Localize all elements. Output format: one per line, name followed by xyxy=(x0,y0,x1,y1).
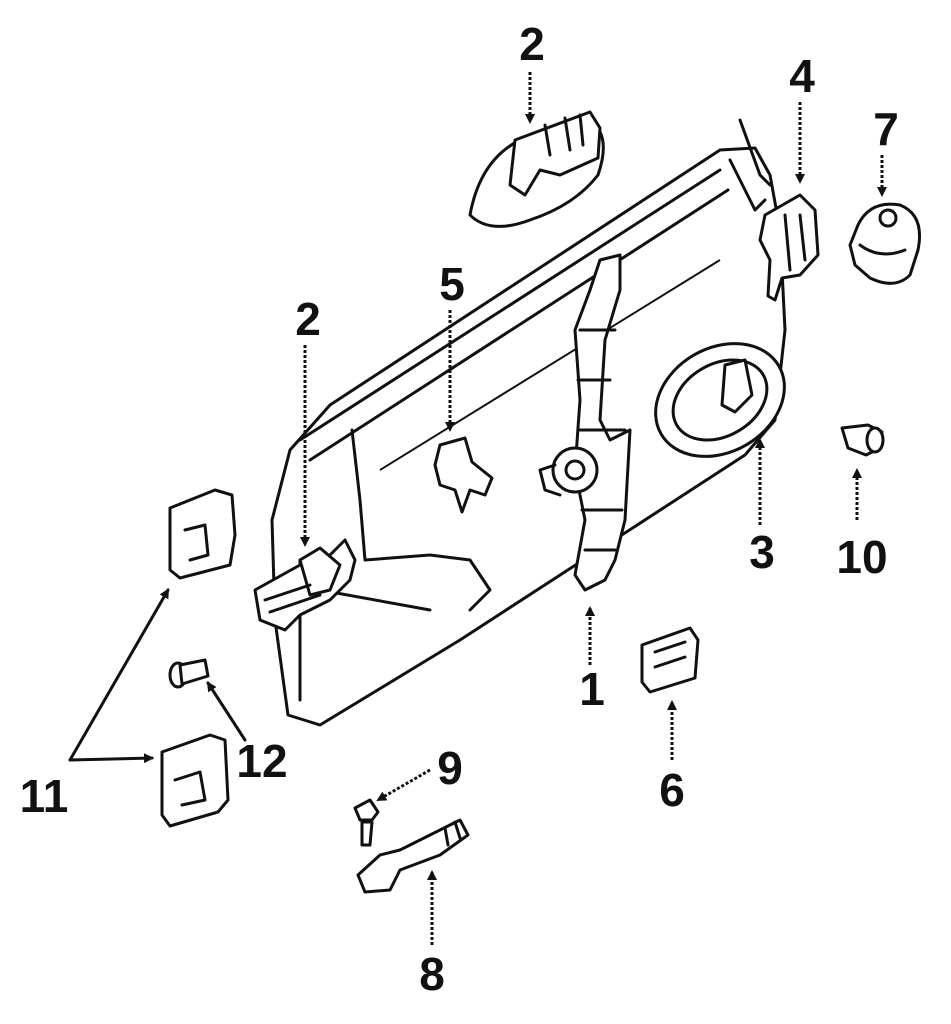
inside-door-handle xyxy=(654,342,786,458)
outside-door-handle xyxy=(468,110,605,228)
window-regulator xyxy=(538,253,632,592)
screw-12 xyxy=(168,658,210,689)
callout-3: 3 xyxy=(749,526,775,578)
callout-10: 10 xyxy=(836,531,887,583)
callout-4: 4 xyxy=(789,50,815,102)
callout-6: 6 xyxy=(659,764,685,816)
door-check xyxy=(356,818,470,894)
callout-12: 12 xyxy=(236,735,287,787)
callout-5: 5 xyxy=(439,258,465,310)
callout-8: 8 xyxy=(419,948,445,1000)
plug-10 xyxy=(840,423,885,457)
rod-clip xyxy=(433,436,494,514)
leader-11a xyxy=(68,588,170,762)
callout-9: 9 xyxy=(437,742,463,794)
bolt-9 xyxy=(353,798,380,847)
bracket-6 xyxy=(640,626,700,694)
callout-labels: 1 2 2 3 4 5 6 7 8 9 10 11 12 xyxy=(20,18,899,1000)
leader-11b xyxy=(68,753,154,764)
callout-11: 11 xyxy=(20,770,69,822)
door-striker xyxy=(848,202,921,285)
callout-2-actuator: 2 xyxy=(295,293,321,345)
leader-9 xyxy=(376,768,431,802)
leader-12 xyxy=(206,681,247,742)
door-hinge-upper xyxy=(168,488,237,580)
door-latch xyxy=(758,193,820,302)
leader-lines xyxy=(68,72,887,945)
callout-7: 7 xyxy=(873,103,899,155)
callout-1: 1 xyxy=(579,663,605,715)
callout-2-outside-handle: 2 xyxy=(519,18,545,70)
door-hinge-lower xyxy=(160,733,230,828)
lock-actuator xyxy=(253,538,357,632)
